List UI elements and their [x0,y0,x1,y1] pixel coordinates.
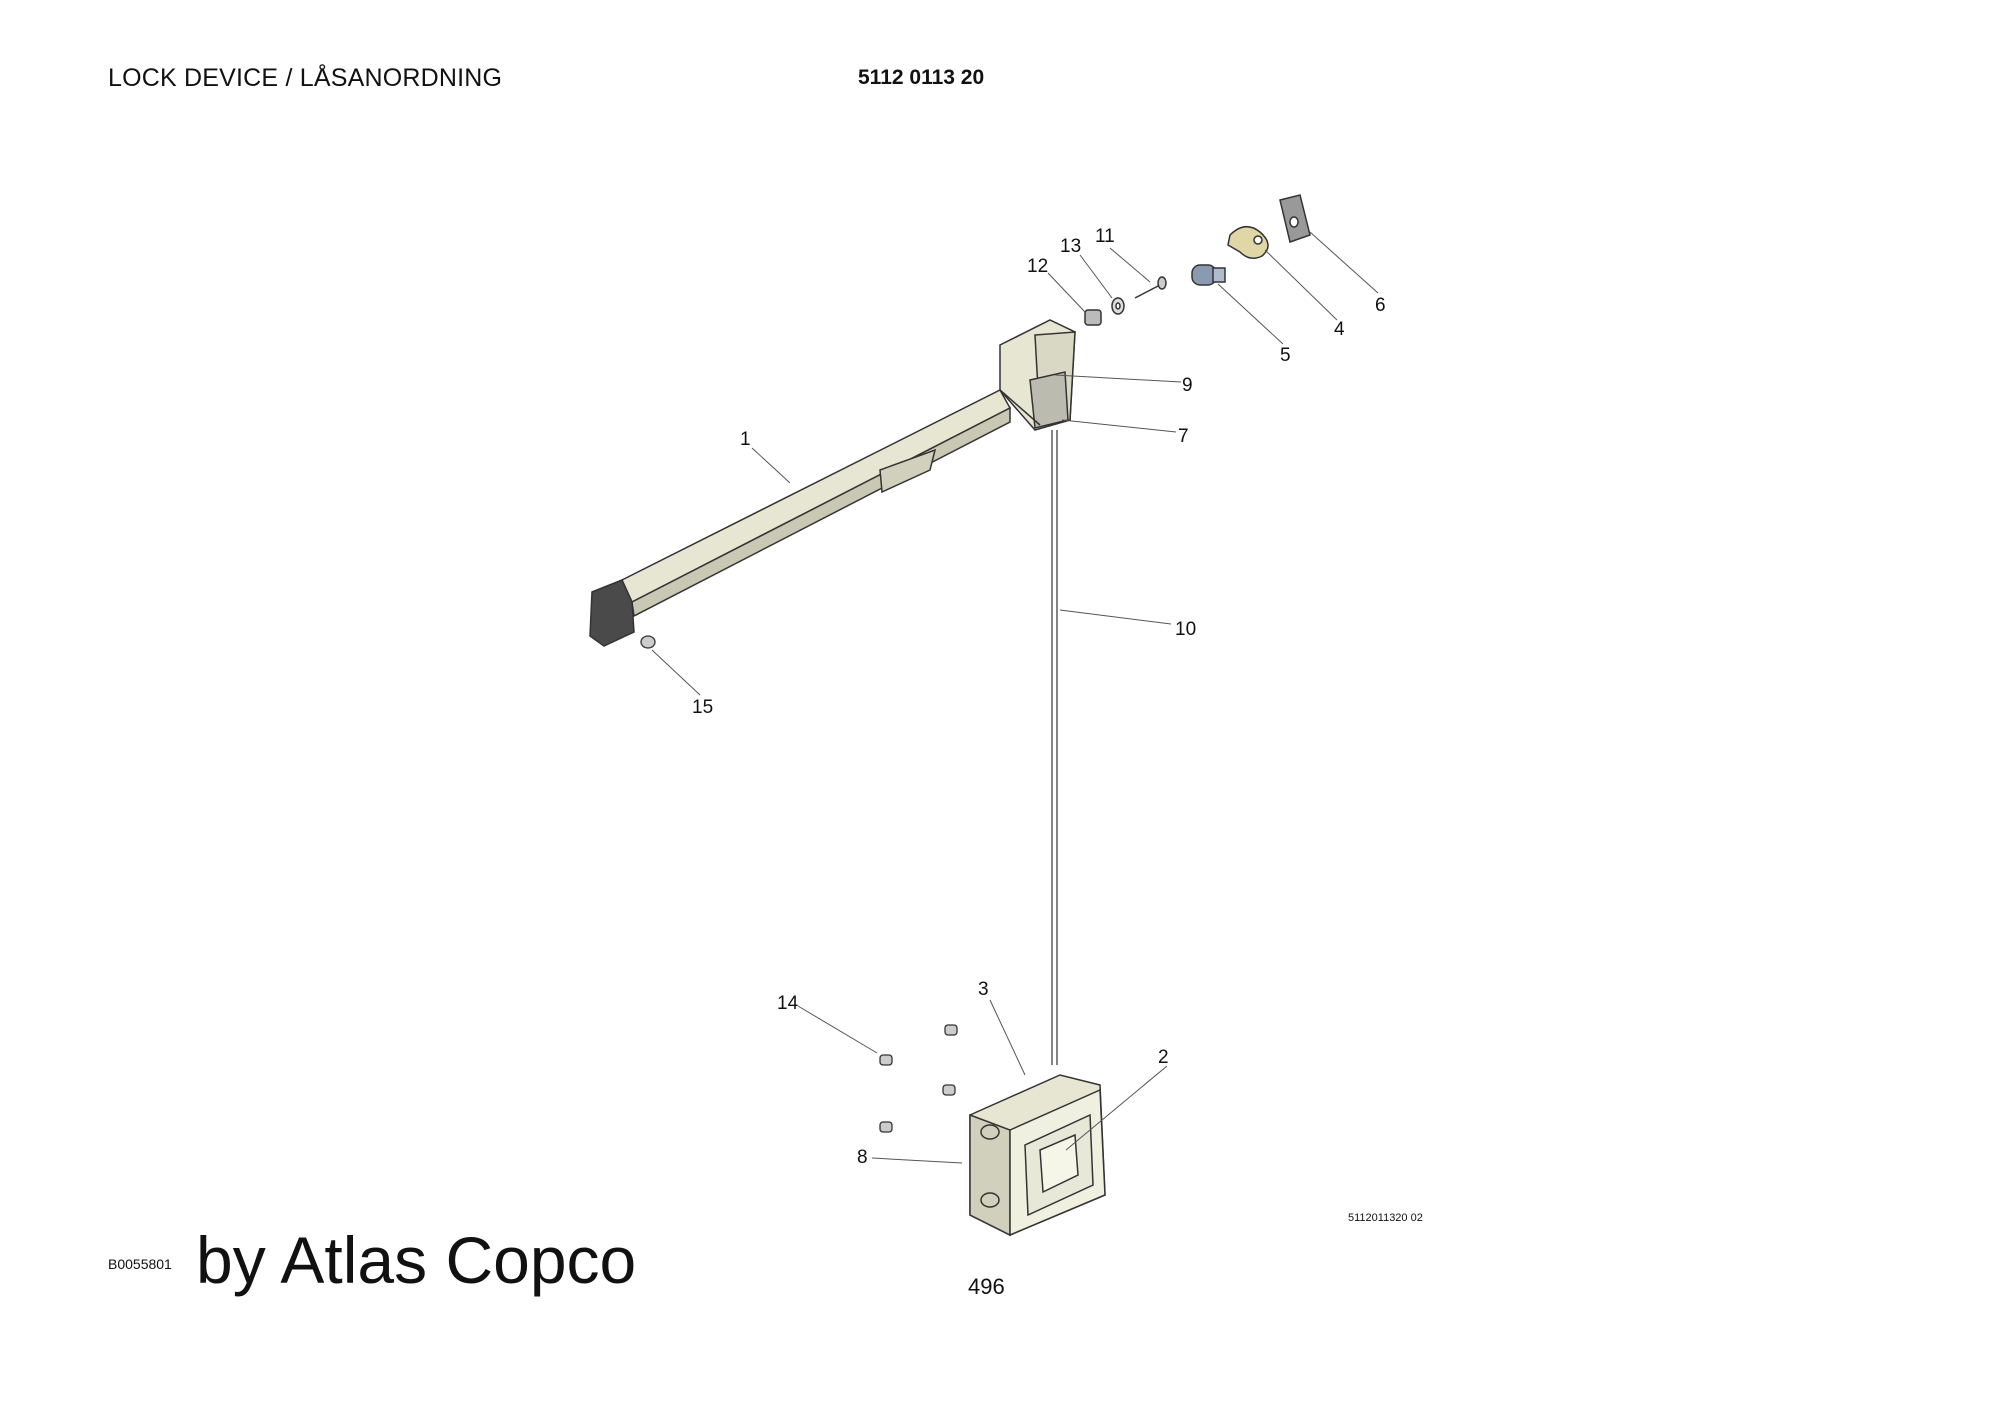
drawing-reference-code: 5112011320 02 [1348,1212,1423,1224]
lock-cylinder-part [1191,264,1226,286]
callout-14: 14 [777,993,799,1014]
handle-housing-part [969,1074,1106,1237]
page-number: 496 [968,1274,1005,1299]
document-id: B0055801 [108,1256,172,1272]
small-nut-part [640,635,656,649]
brand-text: by Atlas Copco [196,1223,637,1297]
callout-7: 7 [1178,426,1189,447]
callout-8: 8 [857,1147,868,1168]
callout-5: 5 [1280,345,1291,366]
callout-10: 10 [1175,619,1196,640]
callout-11: 11 [1095,226,1115,247]
callout-1: 1 [740,429,751,450]
screw-part [1134,276,1167,299]
callout-4: 4 [1334,319,1345,340]
part-number: 5112 0113 20 [858,66,985,89]
plate-part [1279,194,1311,243]
leader-lines [651,231,1379,1164]
callout-6: 6 [1375,295,1386,316]
callout-2: 2 [1158,1047,1169,1068]
lever-arm-part [589,319,1076,647]
connecting-rod-part [1051,430,1058,1065]
document-title: LOCK DEVICE / LÅSANORDNING [108,64,503,92]
callout-3: 3 [978,979,989,1000]
cam-part [1227,226,1269,259]
callout-13: 13 [1060,236,1081,257]
nut-part [1084,309,1102,326]
callout-9: 9 [1182,375,1193,396]
callout-15: 15 [692,697,713,718]
washer-part [1111,297,1125,315]
mounting-screws-part [879,1024,958,1133]
callout-12: 12 [1027,256,1048,277]
